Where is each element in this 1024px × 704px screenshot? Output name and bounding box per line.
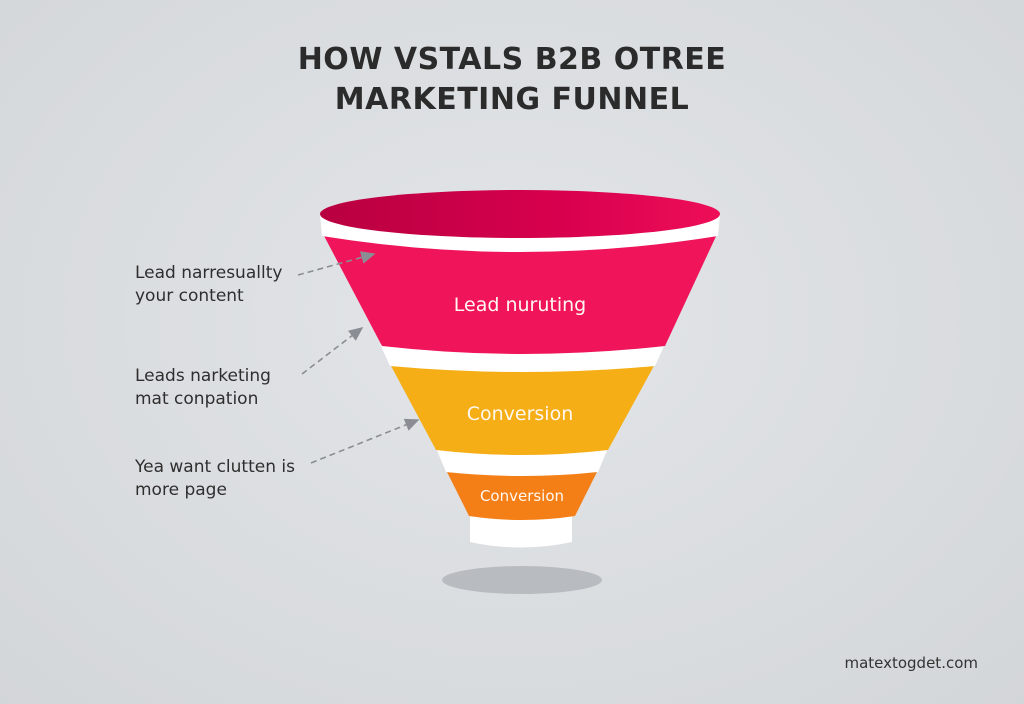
- annotation-2-line-1: Leads narketing: [135, 366, 271, 386]
- funnel-stage-2-label: Conversion: [466, 403, 574, 425]
- funnel-band-2: [436, 448, 608, 476]
- annotation-2: Leads narketing mat conpation: [135, 365, 271, 411]
- funnel-stage-1-shape: [322, 232, 718, 354]
- annotation-1: Lead narresuallty your content: [135, 262, 282, 308]
- funnel-spout: [470, 515, 572, 548]
- annotation-arrow-1: [297, 251, 376, 276]
- funnel-stage-1-label: Lead nuruting: [453, 294, 587, 316]
- funnel-stage-3-label: Conversion: [479, 487, 565, 505]
- annotation-2-line-2: mat conpation: [135, 389, 259, 409]
- annotation-1-line-1: Lead narresuallty: [135, 263, 283, 283]
- page-title: HOW VSTALS B2B OTREE MARKETING FUNNEL: [0, 40, 1024, 120]
- funnel-shadow: [442, 566, 602, 594]
- annotation-3-line-1: Yea want clutten is: [135, 457, 295, 477]
- funnel-stage-3-shape: [446, 470, 598, 520]
- title-line-2: MARKETING FUNNEL: [334, 82, 690, 117]
- annotation-arrow-2: [301, 327, 364, 375]
- annotation-3: Yea want clutten is more page: [135, 456, 295, 502]
- title-line-1: HOW VSTALS B2B OTREE: [297, 42, 727, 77]
- annotation-1-line-2: your content: [135, 286, 244, 306]
- annotation-3-line-2: more page: [135, 480, 227, 500]
- funnel-stage-2-shape: [390, 364, 655, 455]
- funnel-opening: [320, 190, 720, 238]
- annotation-arrow-3: [310, 418, 420, 464]
- footer-website: matextogdet.com: [844, 654, 978, 672]
